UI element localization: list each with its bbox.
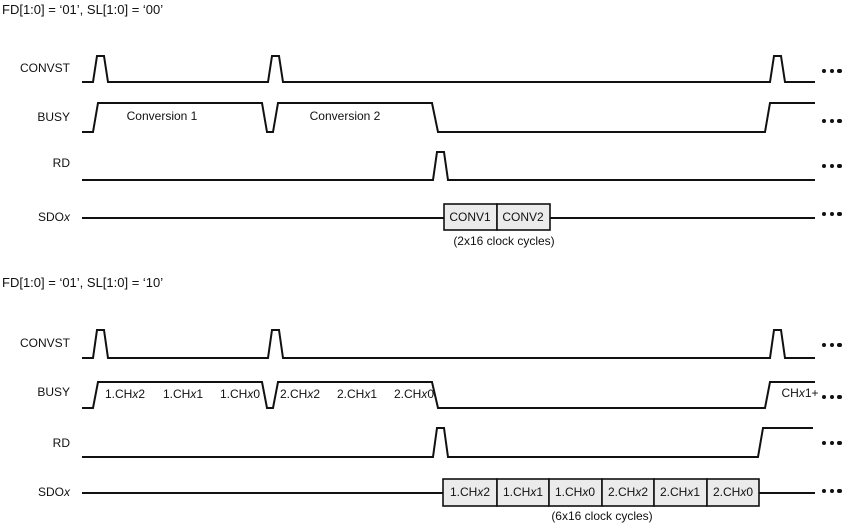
sdo-data-box-label: 1.CHx1 bbox=[502, 485, 544, 499]
busy-annotation: 1.CHx2 bbox=[104, 387, 146, 401]
signal-label-sdox: SDOx bbox=[37, 210, 70, 224]
ellipsis-icon bbox=[822, 441, 842, 446]
sdo-data-box-label: 2.CHx0 bbox=[712, 485, 754, 499]
signal-label-convst: CONVST bbox=[19, 336, 70, 350]
diagram1-title: FD[1:0] = ‘01’, SL[1:0] = ‘00’ bbox=[2, 2, 164, 17]
busy-annotation: 1.CHx1 bbox=[162, 387, 204, 401]
convst-waveform bbox=[82, 329, 815, 359]
sdo-data-box bbox=[442, 478, 498, 507]
busy-annotation: 1.CHx0 bbox=[219, 387, 261, 401]
signal-label-sdox: SDOx bbox=[37, 485, 70, 499]
ellipsis-icon bbox=[822, 119, 842, 124]
clock-cycles-caption: (6x16 clock cycles) bbox=[551, 509, 653, 523]
busy-annotation: 2.CHx1 bbox=[336, 387, 378, 401]
busy-waveform bbox=[82, 381, 815, 409]
busy-annotation: Conversion 1 bbox=[126, 109, 198, 123]
sdo-data-box-label: CONV2 bbox=[502, 210, 544, 224]
sdo-data-box-label: CONV1 bbox=[449, 210, 491, 224]
ellipsis-icon bbox=[822, 395, 842, 400]
sdo-data-box bbox=[496, 203, 551, 231]
busy-annotation: 2.CHx2 bbox=[279, 387, 321, 401]
clock-cycles-caption: (2x16 clock cycles) bbox=[453, 234, 555, 248]
busy-next-channel-label: CHx1+ bbox=[781, 386, 819, 400]
signal-label-busy: BUSY bbox=[37, 385, 70, 399]
diagram2-title: FD[1:0] = ‘01’, SL[1:0] = ‘10’ bbox=[2, 275, 164, 290]
ellipsis-icon bbox=[822, 69, 842, 74]
sdo-data-box-label: 2.CHx1 bbox=[659, 485, 701, 499]
ellipsis-icon bbox=[822, 212, 842, 217]
signal-label-rd: RD bbox=[52, 436, 70, 450]
busy-waveform bbox=[82, 102, 815, 133]
rd-waveform bbox=[82, 427, 813, 458]
rd-waveform bbox=[82, 151, 815, 181]
signal-label-rd: RD bbox=[52, 156, 70, 170]
busy-annotation: Conversion 2 bbox=[309, 109, 381, 123]
busy-annotation: 2.CHx0 bbox=[393, 387, 435, 401]
signal-label-convst: CONVST bbox=[19, 61, 70, 75]
convst-waveform bbox=[82, 55, 815, 83]
ellipsis-icon bbox=[822, 343, 842, 348]
sdo-data-box bbox=[601, 478, 655, 507]
sdo-data-box-label: 1.CHx2 bbox=[449, 485, 491, 499]
sdo-data-box bbox=[496, 478, 550, 507]
sdo-data-box bbox=[706, 478, 760, 507]
ellipsis-icon bbox=[822, 489, 842, 494]
ellipsis-icon bbox=[822, 164, 842, 169]
sdo-data-box-label: 2.CHx2 bbox=[607, 485, 649, 499]
sdo-data-box-label: 1.CHx0 bbox=[554, 485, 596, 499]
signal-label-busy: BUSY bbox=[37, 110, 70, 124]
